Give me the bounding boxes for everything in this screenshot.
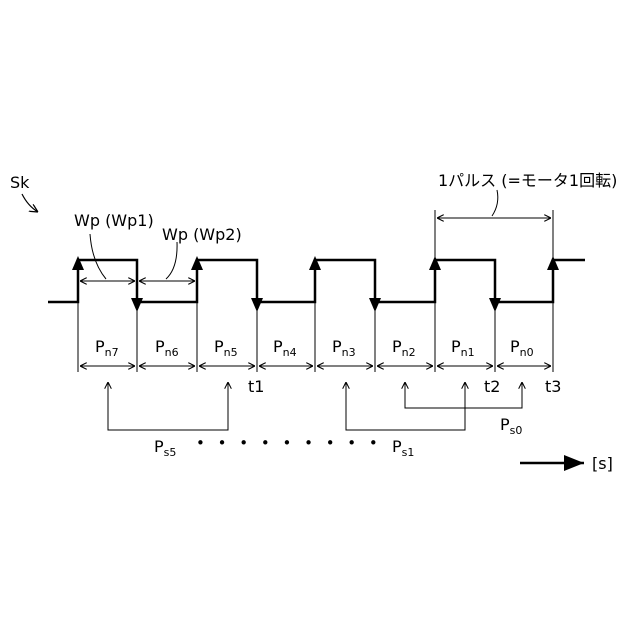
- period-boundaries: [78, 302, 553, 372]
- wp2-leader: [166, 242, 177, 279]
- period-label-n7: Pn7: [95, 337, 119, 359]
- ps0-bracket: [405, 382, 522, 408]
- one-pulse-leader: [492, 190, 498, 216]
- wp1-label: Wp (Wp1): [74, 211, 154, 230]
- one-pulse-label: 1パルス (=モータ1回転): [438, 171, 617, 190]
- wp2-label: Wp (Wp2): [162, 225, 242, 244]
- period-label-n6: Pn6: [155, 337, 179, 359]
- time-label-t1: t1: [248, 377, 264, 396]
- time-label-t2: t2: [484, 377, 500, 396]
- period-label-n2: Pn2: [392, 337, 416, 359]
- period-label-n0: Pn0: [510, 337, 534, 359]
- ps5-bracket: [108, 382, 228, 430]
- period-label-n3: Pn3: [332, 337, 356, 359]
- ellipsis-dots: • • • • • • • • •: [196, 434, 382, 452]
- period-label-n4: Pn4: [273, 337, 297, 359]
- period-label-n1: Pn1: [451, 337, 475, 359]
- sum-label-ps0: Ps0: [500, 415, 522, 437]
- rising-edge-arrow: [72, 256, 84, 270]
- period-label-n5: Pn5: [214, 337, 238, 359]
- rising-edge-arrow: [547, 256, 559, 270]
- sum-label-ps5: Ps5: [154, 437, 176, 459]
- rising-edge-arrow: [429, 256, 441, 270]
- rising-edge-arrow: [309, 256, 321, 270]
- sum-label-ps1: Ps1: [392, 437, 414, 459]
- signal-pointer-arrow: [22, 194, 38, 212]
- time-axis-label: [s]: [592, 454, 613, 473]
- signal-label: Sk: [10, 173, 30, 192]
- wp1-leader: [90, 234, 106, 279]
- rising-edge-arrow: [191, 256, 203, 270]
- period-labels: Pn7 Pn6 Pn5 Pn4 Pn3 Pn2 Pn1 Pn0: [95, 337, 534, 359]
- time-label-t3: t3: [545, 377, 561, 396]
